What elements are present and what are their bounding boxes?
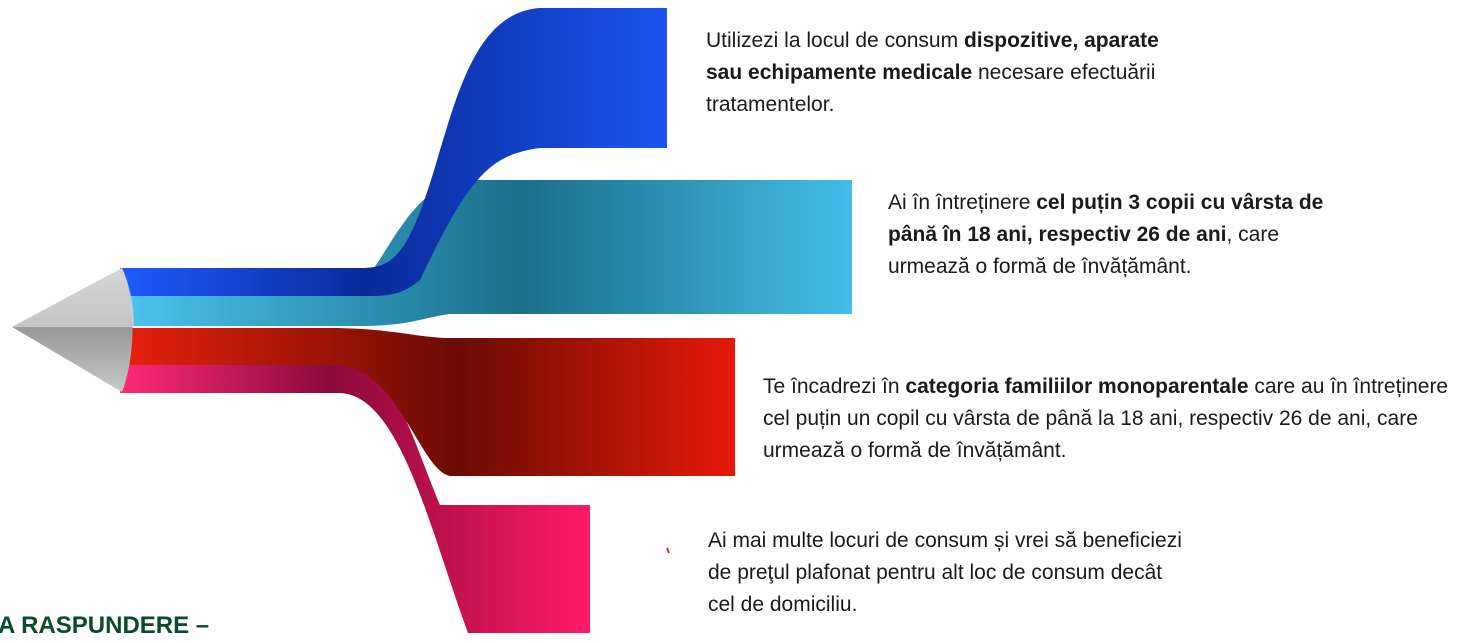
pink-ribbon <box>120 365 590 633</box>
arrow-tip-highlight <box>12 268 134 327</box>
item-1-text: Utilizezi la locul de consum dispozitive… <box>706 29 1159 116</box>
item-2-text: Ai în întreținere cel puțin 3 copii cu v… <box>888 191 1324 278</box>
blue-ribbon <box>120 8 667 296</box>
item-3-text: Te încadrezi în categoria familiilor mon… <box>763 375 1449 462</box>
cyan-ribbon <box>120 180 852 326</box>
red-ribbon <box>120 328 735 476</box>
footer-heading: A RASPUNDERE – <box>0 612 210 639</box>
stray-mark <box>666 547 670 554</box>
item-4-text: Ai mai multe locuri de consum și vrei să… <box>708 529 1182 616</box>
